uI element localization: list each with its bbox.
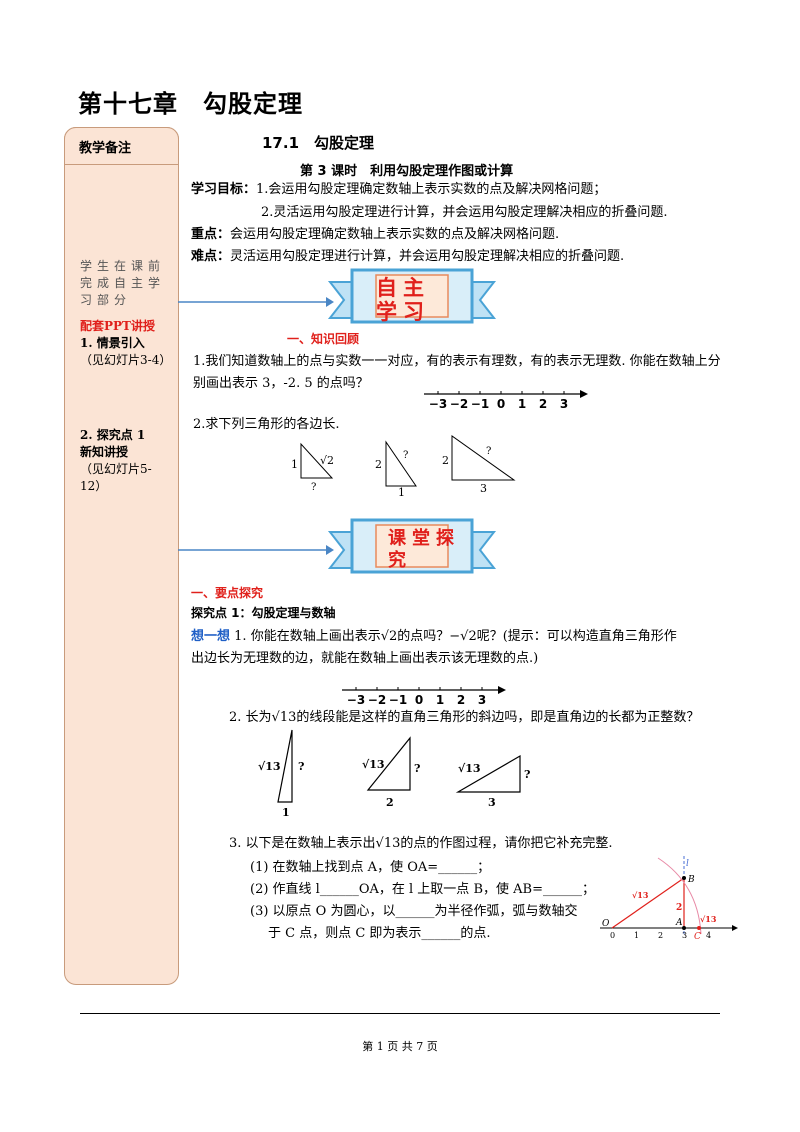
banner-self-study xyxy=(327,268,497,324)
q2-tri-label: √13 xyxy=(258,760,281,773)
sidebar-ppt-label: 配套PPT讲授 xyxy=(80,319,155,333)
number-line-tick-label: 0 xyxy=(415,693,423,707)
sidebar-header-label: 教学备注 xyxy=(79,141,132,156)
footer-divider xyxy=(80,1013,720,1014)
review-q1: 1.我们知道数轴上的点与实数一一对应，有的表示有理数，有的表示无理数. 你能在数… xyxy=(193,354,721,391)
diagram-label: 2 xyxy=(676,903,682,913)
tri-label: 2 xyxy=(442,454,449,467)
q3-step3b: 于 C 点，则点 C 即为表示______的点. xyxy=(268,926,491,941)
arrow-to-banner2 xyxy=(178,545,334,555)
diagram-label: √13 xyxy=(632,890,649,900)
diagram-label: 4 xyxy=(706,931,711,940)
q3-step3a: (3) 以原点 O 为圆心，以______为半径作弧，弧与数轴交 xyxy=(250,904,578,919)
teaching-notes-sidebar xyxy=(64,127,179,985)
sidebar-note-self-study: 学生在课前 完成自主学 习部分 xyxy=(80,259,166,307)
banner-self-study-label: 自主学习 xyxy=(376,276,430,324)
number-line-tick-label: 3 xyxy=(560,397,568,411)
diagram-label: C xyxy=(694,932,701,942)
q3: 3. 以下是在数轴上表示出√13的点的作图过程，请你把它补充完整. xyxy=(229,836,613,851)
number-line-tick-label: 0 xyxy=(497,397,505,411)
tri-label: 1 xyxy=(398,486,405,499)
review-triangles: 1 √2 ? 2 ? 1 2 ? 3 xyxy=(291,435,516,499)
diagram-label: O xyxy=(602,919,610,929)
diagram-label: A xyxy=(675,918,683,928)
sidebar-item-explore: 2. 探究点 1 新知讲授 （见幻灯片5-12） xyxy=(80,428,152,493)
tri-label: 1 xyxy=(291,458,298,471)
number-line-tick-label: −2 xyxy=(368,693,386,707)
q2-tri-label: ? xyxy=(414,762,420,775)
q3-step2: (2) 作直线 l______OA，在 l 上取一点 B，使 AB=______… xyxy=(250,882,595,897)
tri-label: ? xyxy=(311,482,316,493)
objectives-line2: 2.灵活运用勾股定理进行计算，并会运用勾股定理解决相应的折叠问题. xyxy=(261,205,668,220)
banner-classroom-label: 课堂探究 xyxy=(388,528,460,571)
diagram-label: 0 xyxy=(610,931,615,940)
q2-tri-label: √13 xyxy=(458,762,481,775)
tri-label: 3 xyxy=(480,482,487,495)
banner-classroom xyxy=(327,518,497,574)
tri-label: ? xyxy=(486,446,491,457)
number-line-tick-label: 1 xyxy=(518,397,526,411)
explore-point1: 探究点 1：勾股定理与数轴 xyxy=(191,606,336,620)
q2-triangles: √13 ? 1 √13 ? 2 √13 ? 3 xyxy=(258,729,530,819)
diagram-label: B xyxy=(687,875,695,885)
chapter-title: 第十七章 勾股定理 xyxy=(78,90,303,118)
tri-label: √2 xyxy=(320,454,334,467)
q3-step1: (1) 在数轴上找到点 A，使 OA=______； xyxy=(250,860,491,875)
section-title: 17.1 勾股定理 xyxy=(262,134,375,152)
review-q2: 2.求下列三角形的各边长. xyxy=(193,417,340,432)
sqrt13-construction-diagram: l B 2 √13 O A C √13 0 1 2 3 4 xyxy=(600,856,738,942)
objectives-line1: 学习目标：1.会运用勾股定理确定数轴上表示实数的点及解决网格问题； xyxy=(191,182,607,197)
diagram-label: 1 xyxy=(634,931,639,940)
page-footer: 第 1 页 共 7 页 xyxy=(362,1040,438,1053)
diagram-label: √13 xyxy=(700,914,717,924)
q3-steps: (1) 在数轴上找到点 A，使 OA=______； (2) 作直线 l____… xyxy=(250,857,595,945)
number-line-tick-label: −1 xyxy=(471,397,489,411)
review-heading: 一、知识回顾 xyxy=(287,332,360,346)
diagram-label: 2 xyxy=(658,931,663,940)
number-line-tick-label: −3 xyxy=(429,397,447,411)
q2-tri-label: ? xyxy=(298,760,304,773)
number-line-tick-label: 3 xyxy=(478,693,486,707)
q2: 2. 长为√13的线段能是这样的直角三角形的斜边吗，即是直角边的长都为正整数？ xyxy=(229,710,700,725)
sidebar-header: 教学备注 xyxy=(64,127,179,165)
number-line-tick-label: −3 xyxy=(347,693,365,707)
q2-tri-label: ? xyxy=(524,768,530,781)
explore-heading: 一、要点探究 xyxy=(191,586,264,600)
diagram-label: 3 xyxy=(682,931,687,940)
key-point: 重点：会运用勾股定理确定数轴上表示实数的点及解决网格问题. xyxy=(191,227,560,242)
tri-label: 2 xyxy=(375,458,382,471)
tri-label: ? xyxy=(403,450,408,461)
number-line-tick-label: 2 xyxy=(457,693,465,707)
arrow-to-banner1 xyxy=(178,297,334,307)
number-line-tick-label: −2 xyxy=(450,397,468,411)
q2-tri-label: 3 xyxy=(488,796,496,809)
sidebar-item-intro: 1. 情景引入 （见幻灯片3-4） xyxy=(80,336,172,367)
number-line-tick-label: −1 xyxy=(389,693,407,707)
q2-tri-label: 2 xyxy=(386,796,394,809)
think-q1: 想一想 1. 你能在数轴上画出表示√2的点吗？−√2呢？(提示：可以构造直角三角… xyxy=(191,629,677,666)
diagram-label: l xyxy=(686,859,689,869)
difficulty: 难点：灵活运用勾股定理进行计算，并会运用勾股定理解决相应的折叠问题. xyxy=(191,249,625,264)
q2-tri-label: 1 xyxy=(282,806,290,819)
number-line-tick-label: 1 xyxy=(436,693,444,707)
q2-tri-label: √13 xyxy=(362,758,385,771)
lesson-title: 第 3 课时 利用勾股定理作图或计算 xyxy=(300,164,514,179)
number-line-tick-label: 2 xyxy=(539,397,547,411)
